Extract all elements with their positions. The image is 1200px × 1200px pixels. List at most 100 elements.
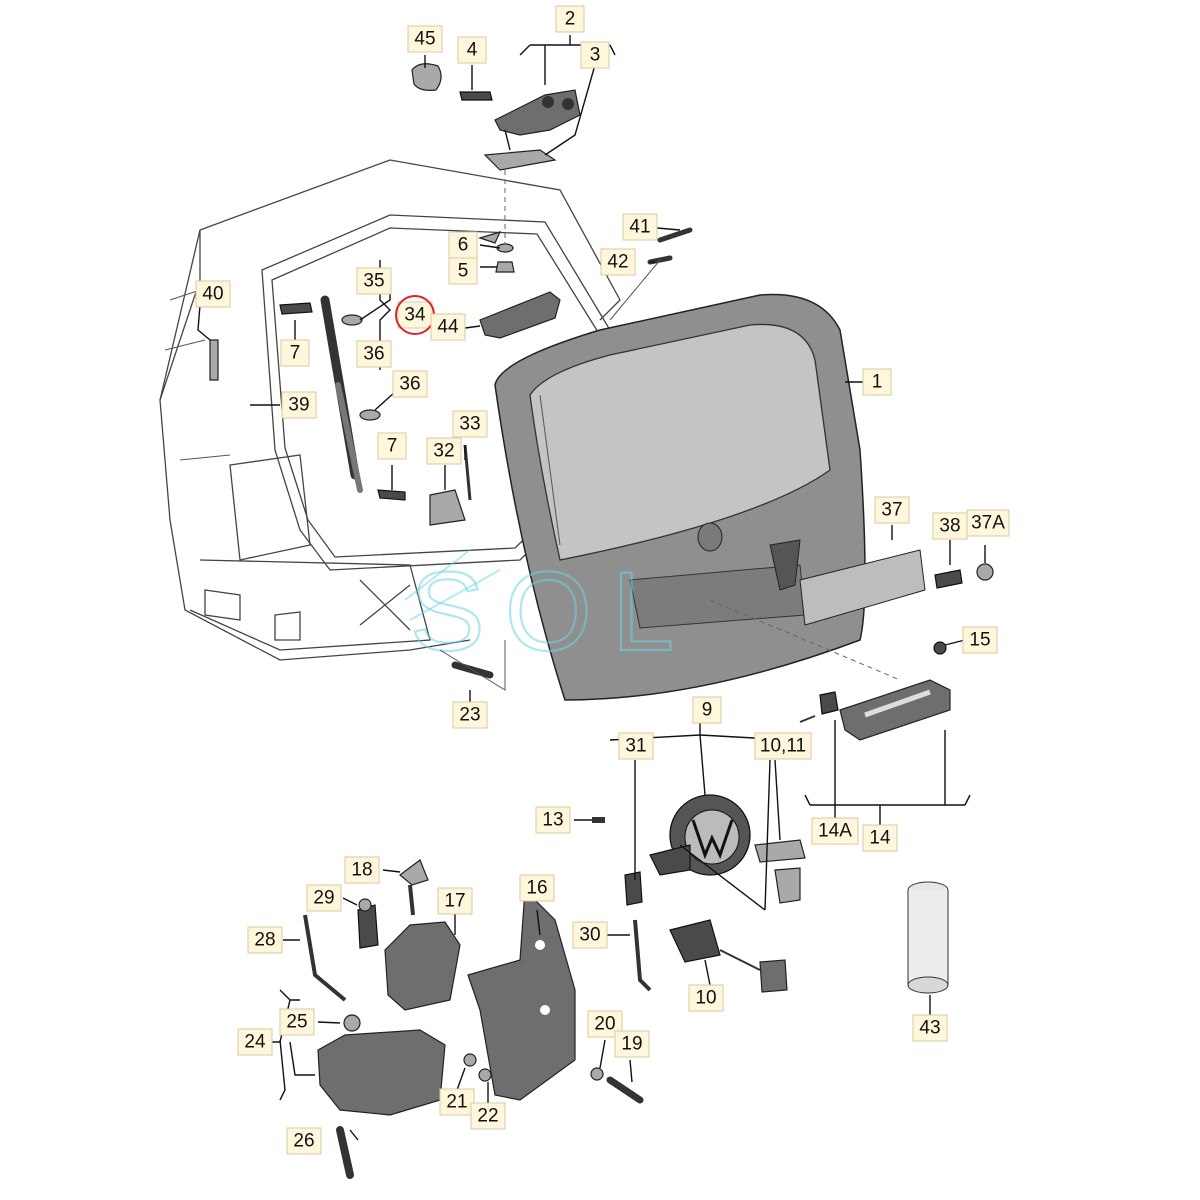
label-14: 14 [862,824,898,852]
svg-text:26: 26 [293,1131,314,1152]
svg-text:41: 41 [629,217,650,238]
label-38: 38 [932,512,968,540]
small-hardware [209,170,693,691]
label-22: 22 [470,1102,506,1130]
svg-text:28: 28 [254,930,275,951]
label-40: 40 [195,280,231,308]
label-7-lower: 7 [377,432,407,460]
svg-text:19: 19 [621,1034,642,1055]
svg-text:43: 43 [919,1018,940,1039]
svg-text:21: 21 [446,1092,467,1113]
label-16: 16 [519,874,555,902]
svg-text:14: 14 [869,828,891,849]
svg-text:9: 9 [702,700,713,721]
label-3: 3 [580,41,610,69]
label-35: 35 [356,267,392,295]
svg-text:10,11: 10,11 [760,736,806,757]
label-45: 45 [407,25,443,53]
label-42: 42 [600,248,636,276]
tailgate [494,293,866,701]
leader-lines [197,35,986,1141]
label-4: 4 [457,36,487,64]
svg-text:39: 39 [288,395,309,416]
svg-text:15: 15 [969,630,990,651]
svg-text:31: 31 [625,736,646,757]
svg-text:36: 36 [363,344,384,365]
label-17: 17 [437,887,473,915]
svg-text:5: 5 [458,261,469,282]
label-34-highlighted: 34 [395,295,435,335]
label-24: 24 [237,1028,273,1056]
svg-text:14A: 14A [818,821,852,842]
part-labels: 2 3 45 4 41 42 6 5 40 35 34 44 7 36 36 3… [195,5,1010,1155]
label-30: 30 [572,921,608,949]
label-36-upper: 36 [356,340,392,368]
label-14a: 14A [811,817,859,845]
label-37: 37 [874,496,910,524]
svg-text:7: 7 [290,343,301,364]
svg-text:16: 16 [526,878,547,899]
svg-text:2: 2 [565,9,576,30]
svg-text:45: 45 [414,29,435,50]
svg-text:23: 23 [459,705,480,726]
label-44: 44 [430,313,466,341]
svg-text:29: 29 [313,888,334,909]
label-29: 29 [306,884,342,912]
svg-text:13: 13 [542,810,563,831]
svg-text:6: 6 [458,235,469,256]
svg-text:7: 7 [387,436,398,457]
aerosol-can [907,881,949,994]
label-10: 10 [688,984,724,1012]
label-43: 43 [912,1014,948,1042]
label-9: 9 [692,696,722,724]
svg-text:33: 33 [459,414,480,435]
label-41: 41 [622,213,658,241]
svg-text:36: 36 [399,374,420,395]
svg-text:24: 24 [244,1032,266,1053]
svg-text:10: 10 [695,988,716,1009]
svg-text:37: 37 [881,500,902,521]
label-10-11: 10,11 [754,732,812,760]
svg-text:20: 20 [594,1014,615,1035]
svg-text:32: 32 [433,441,454,462]
svg-text:18: 18 [351,860,372,881]
label-32: 32 [426,437,462,465]
svg-text:34: 34 [404,305,426,326]
svg-text:38: 38 [939,516,960,537]
svg-text:22: 22 [477,1106,498,1127]
label-6: 6 [448,231,478,259]
label-23: 23 [452,701,488,729]
label-25: 25 [279,1008,315,1036]
label-1: 1 [862,368,892,396]
svg-text:3: 3 [590,45,601,66]
label-28: 28 [247,926,283,954]
plate-parts [709,549,994,681]
label-33: 33 [452,410,488,438]
svg-text:4: 4 [467,40,478,61]
latch-assembly [303,859,644,1179]
handle-assembly [799,641,951,741]
svg-text:42: 42 [607,252,628,273]
svg-text:44: 44 [437,317,459,338]
label-7-upper: 7 [280,339,310,367]
label-19: 19 [614,1030,650,1058]
label-18: 18 [344,856,380,884]
label-37a: 37A [966,509,1010,537]
label-5: 5 [448,257,478,285]
label-13: 13 [535,806,571,834]
label-26: 26 [286,1127,322,1155]
label-15: 15 [962,626,998,654]
label-21: 21 [439,1088,475,1116]
lock-assembly [592,794,806,993]
svg-text:17: 17 [444,891,465,912]
label-2: 2 [555,5,585,33]
label-31: 31 [618,732,654,760]
svg-text:40: 40 [202,284,223,305]
svg-text:35: 35 [363,271,384,292]
svg-text:25: 25 [286,1012,307,1033]
svg-text:37A: 37A [971,513,1005,534]
watermark-text: SOL [410,549,694,674]
label-36-lower: 36 [392,370,428,398]
svg-text:30: 30 [579,925,600,946]
